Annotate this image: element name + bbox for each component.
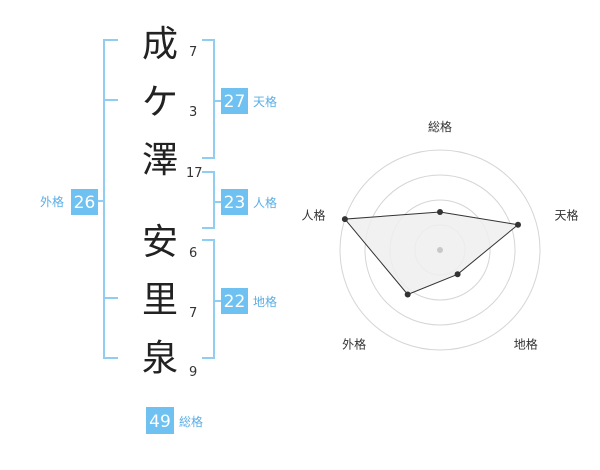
- radar-axis-label-5: 人格: [301, 207, 325, 222]
- stroke-count-6: 9: [189, 365, 197, 380]
- chikaku-badge-box: [221, 288, 248, 314]
- tenkaku-badge-box: [221, 88, 248, 114]
- radar-polygon: [343, 211, 520, 296]
- name-char-1: 成: [142, 24, 178, 65]
- jinkaku-label: 人格: [253, 195, 277, 210]
- jinkaku-badge: 23 人格: [221, 189, 277, 215]
- gaikaku-bracket: [103, 39, 118, 359]
- tenkaku-badge: 27 天格: [221, 88, 277, 114]
- soukaku-badge: 49 総格: [146, 407, 203, 434]
- radar-point-3: [454, 271, 461, 278]
- radar-point-4: [404, 291, 411, 298]
- radar-axis-label-1: 総格: [428, 119, 452, 134]
- radar-ring-3: [364, 174, 516, 326]
- stroke-count-5: 7: [189, 306, 197, 321]
- name-char-2: ケ: [142, 82, 178, 123]
- radar-point-2: [515, 221, 521, 228]
- soukaku-value: 49: [149, 412, 171, 432]
- name-char-5: 里: [142, 280, 178, 321]
- radar-axis-label-4: 外格: [342, 337, 366, 352]
- stroke-count-1: 7: [189, 45, 197, 60]
- name-column: 成 7 ケ 3 澤 17 安 6 里 7 泉 9: [142, 24, 203, 380]
- tenkaku-value: 27: [224, 92, 246, 112]
- brackets: [96, 39, 222, 359]
- name-char-4: 安: [142, 222, 178, 263]
- soukaku-label: 総格: [179, 414, 203, 429]
- name-char-3: 澤: [142, 140, 178, 181]
- radar-axis-label-3: 地格: [514, 337, 538, 352]
- chikaku-badge: 22 地格: [221, 288, 277, 314]
- gaikaku-badge-box: [71, 189, 98, 215]
- stroke-count-2: 3: [189, 105, 197, 120]
- name-char-6: 泉: [142, 338, 178, 379]
- jinkaku-badge-box: [221, 189, 248, 215]
- jinkaku-bracket: [202, 171, 215, 229]
- stroke-count-4: 6: [189, 246, 197, 261]
- soukaku-badge-box: [146, 407, 174, 434]
- gaikaku-badge: 外格 26: [40, 189, 98, 215]
- chikaku-label: 地格: [253, 294, 277, 309]
- radar-point-1: [437, 209, 443, 215]
- radar-center-dot: [437, 247, 443, 253]
- stroke-count-3: 17: [186, 166, 203, 181]
- chikaku-bracket: [202, 239, 215, 359]
- radar-point-5: [341, 216, 348, 223]
- tenkaku-label: 天格: [253, 94, 277, 109]
- chikaku-value: 22: [224, 292, 246, 312]
- gaikaku-value: 26: [74, 193, 96, 213]
- tenkaku-bracket: [202, 39, 215, 159]
- radar-ring-4: [339, 149, 541, 351]
- radar-axis-label-2: 天格: [555, 207, 579, 222]
- gaikaku-label: 外格: [40, 194, 64, 209]
- radar-points: [341, 209, 521, 298]
- jinkaku-value: 23: [224, 193, 246, 213]
